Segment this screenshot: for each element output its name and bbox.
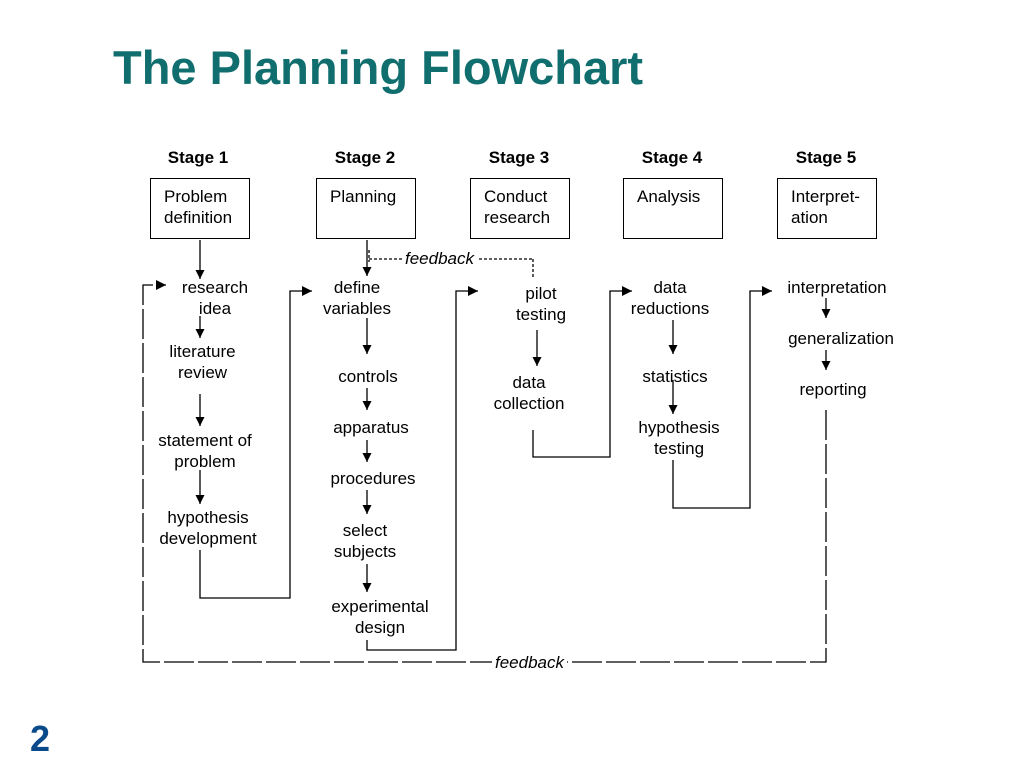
top-feedback-label: feedback [402, 249, 477, 269]
slide-title: The Planning Flowchart [113, 41, 644, 94]
step-experimental-design: experimental design [331, 597, 429, 637]
step-apparatus: apparatus [333, 418, 409, 437]
stage-1-box: Problem definition [150, 178, 250, 239]
stage-4-box: Analysis [623, 178, 723, 239]
step-interpretation: interpretation [787, 278, 887, 297]
step-controls: controls [338, 367, 398, 386]
step-research-idea: research idea [181, 278, 249, 318]
stage-5-box: Interpret- ation [777, 178, 877, 239]
stage-3-box: Conduct research [470, 178, 570, 239]
bottom-feedback-loop [142, 280, 827, 663]
link-stage4-to-stage5 [672, 286, 772, 509]
step-generalization: generalization [788, 329, 894, 348]
stage-4-header: Stage 4 [641, 148, 703, 167]
stage-2-header: Stage 2 [334, 148, 396, 167]
step-define-variables: define variables [322, 278, 392, 318]
step-data-reductions: data reductions [630, 278, 710, 318]
link-stage1-to-stage2 [199, 286, 312, 599]
stage-5-header: Stage 5 [795, 148, 857, 167]
step-hypothesis-testing: hypothesis testing [638, 418, 720, 458]
stage-1-header: Stage 1 [167, 148, 229, 167]
link-stage2-to-stage3 [366, 286, 478, 651]
step-procedures: procedures [330, 469, 416, 488]
stage-2-box: Planning [316, 178, 416, 239]
bottom-feedback-label: feedback [492, 653, 567, 673]
step-hypothesis-development: hypothesis development [159, 508, 257, 548]
step-data-collection: data collection [493, 373, 565, 413]
link-stage3-to-stage4 [532, 286, 632, 458]
step-statement-of-problem: statement of problem [158, 431, 252, 471]
step-pilot-testing: pilot testing [515, 284, 567, 324]
step-select-subjects: select subjects [333, 521, 397, 561]
step-statistics: statistics [642, 367, 708, 386]
step-literature-review: literature review [169, 342, 236, 382]
step-reporting: reporting [799, 380, 867, 399]
page-number: 2 [30, 718, 51, 759]
stage-3-header: Stage 3 [488, 148, 550, 167]
